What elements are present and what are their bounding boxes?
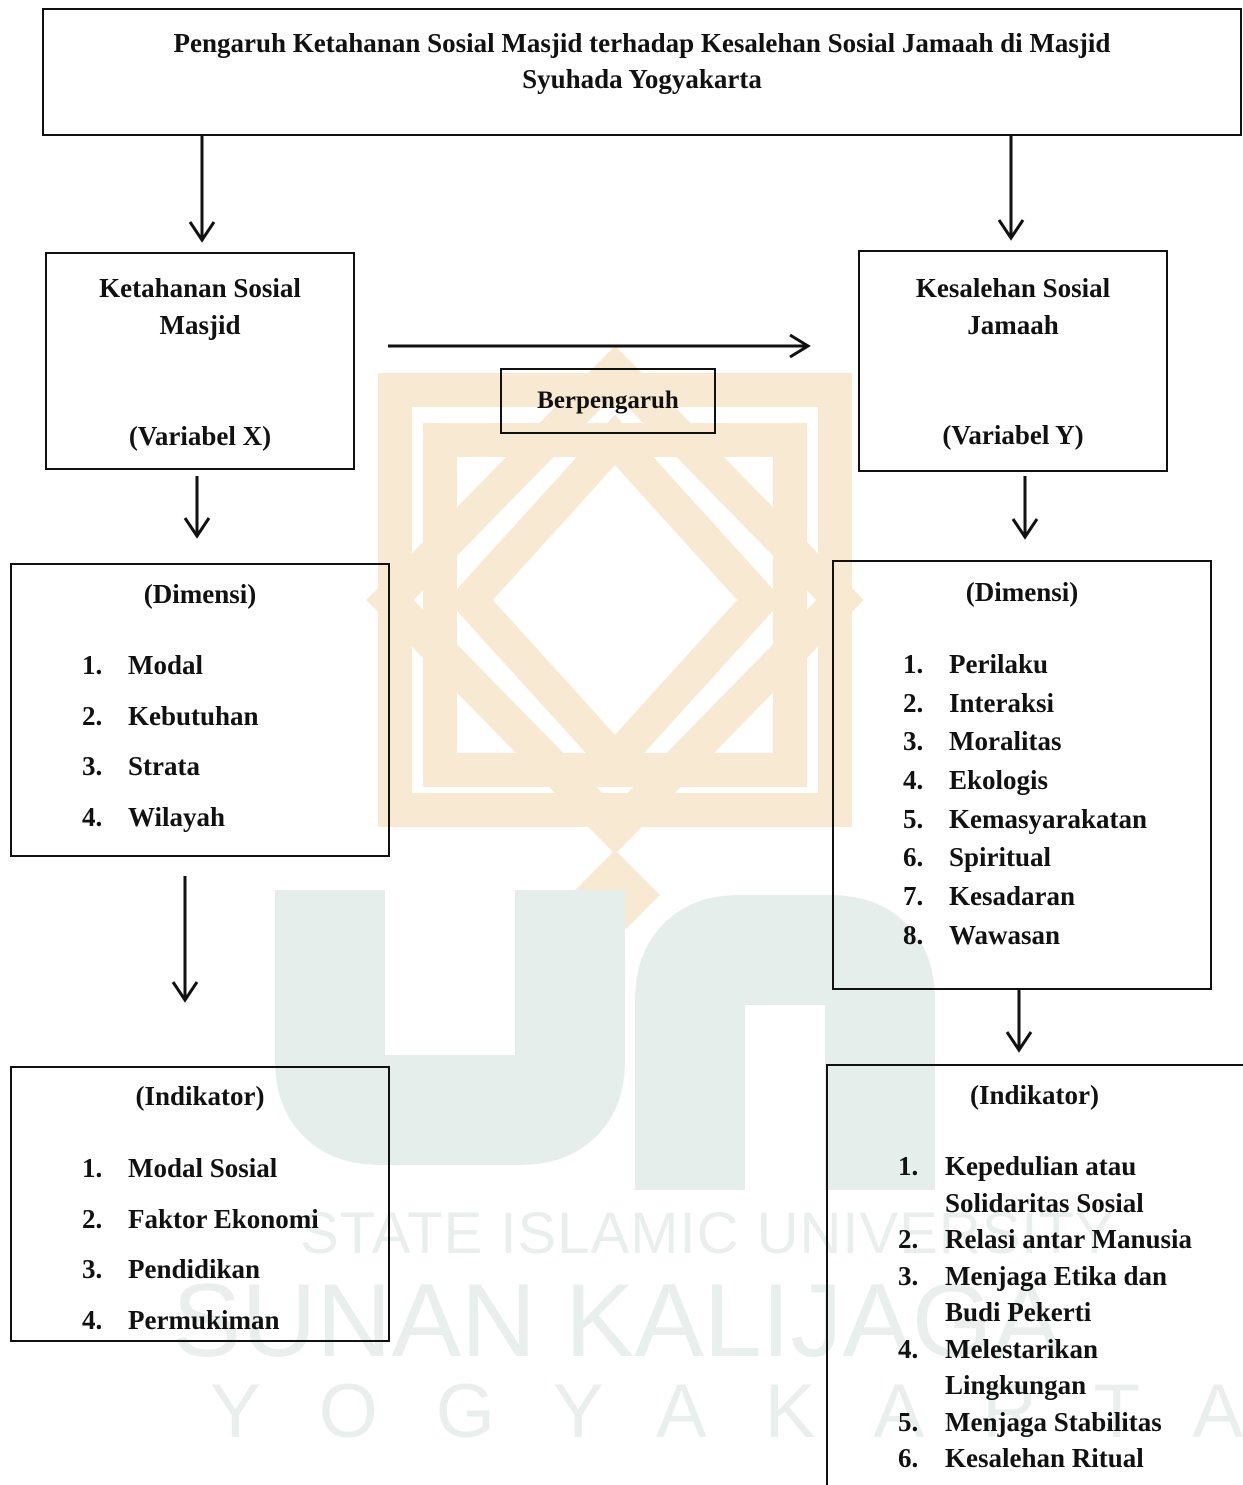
variable-x-label: (Variabel X) <box>128 421 272 451</box>
variable-y-label: (Variabel Y) <box>942 420 1084 450</box>
list-item: 3.Pendidikan <box>82 1254 261 1284</box>
list-item: 1.Modal <box>82 650 204 680</box>
list-item: 7.Kesadaran <box>903 881 1076 912</box>
arrow-title-to-y <box>997 136 1025 241</box>
variable-y-name-1: Kesalehan Sosial <box>915 273 1111 303</box>
dimensi-x-heading: (Dimensi) <box>143 579 257 609</box>
variable-x-box <box>45 252 355 470</box>
indikator-y-box <box>826 1064 1243 1485</box>
watermark-letters <box>275 890 935 1190</box>
list-item: 4.Ekologis <box>903 765 1049 796</box>
list-item: 2.Relasi antar Manusia <box>898 1224 1193 1254</box>
arrow-x-to-y <box>388 333 811 359</box>
arrow-dimx-to-ind <box>171 876 199 1003</box>
list-item: 5.Kemasyarakatan <box>903 803 1147 834</box>
list-item: 1.Modal Sosial <box>82 1153 278 1183</box>
arrow-x-to-dim <box>183 476 211 539</box>
list-item: 6.Spiritual <box>903 842 1052 873</box>
arrow-y-to-dim <box>1011 476 1039 540</box>
list-item: 4.Permukiman <box>82 1304 280 1335</box>
watermark-ornament <box>366 345 864 855</box>
list-item: 3.Moralitas <box>903 726 1062 757</box>
list-item: 8.Wawasan <box>903 919 1061 950</box>
dimensi-x-list: 1.Modal 2.Kebutuhan 3.Strata 4.Wilayah <box>82 647 259 849</box>
title-box <box>42 8 1242 136</box>
watermark-text-3: YOGYAKARTA <box>210 1369 1243 1454</box>
watermark-text-2: SUNAN KALIJAGA <box>172 1263 1063 1379</box>
dimensi-y-list: 1.Perilaku 2.Interaksi 3.Moralitas 4.Eko… <box>903 646 1147 956</box>
dimensi-x-box <box>10 563 390 857</box>
indikator-x-heading: (Indikator) <box>135 1081 265 1111</box>
list-item: 2.Interaksi <box>903 687 1055 718</box>
list-item: 6.Kesalehan Ritual <box>898 1443 1144 1473</box>
list-item: 2.Kebutuhan <box>82 700 259 731</box>
list-item: 1.Perilaku <box>903 649 1048 679</box>
indikator-x-list: 1.Modal Sosial 2.Faktor Ekonomi 3.Pendid… <box>82 1150 319 1352</box>
list-item: 5.Menjaga Stabilitas <box>898 1406 1162 1437</box>
dimensi-y-box <box>832 560 1212 990</box>
watermark-text-1: STATE ISLAMIC UNIVERSITY <box>300 1201 1115 1266</box>
indikator-y-heading: (Indikator) <box>969 1080 1099 1110</box>
variable-x-name-1: Ketahanan Sosial <box>99 273 301 303</box>
list-item: 4.Wilayah <box>82 801 226 832</box>
indikator-x-box <box>10 1066 390 1342</box>
title-line-1: Pengaruh Ketahanan Sosial Masjid terhada… <box>173 28 1111 58</box>
variable-y-name-2: Jamaah <box>967 310 1059 340</box>
link-label: Berpengaruh <box>537 387 679 414</box>
arrow-title-to-x <box>188 136 216 243</box>
dimensi-y-heading: (Dimensi) <box>965 577 1079 607</box>
variable-y-box <box>858 250 1168 472</box>
link-label-box <box>500 368 716 434</box>
arrow-dimy-to-ind <box>1005 990 1033 1053</box>
title-line-2: Syuhada Yogyakarta <box>522 64 762 94</box>
list-item: 2.Faktor Ekonomi <box>82 1203 319 1234</box>
variable-x-name-2: Masjid <box>159 310 241 340</box>
list-item: 3.Strata <box>82 751 200 781</box>
